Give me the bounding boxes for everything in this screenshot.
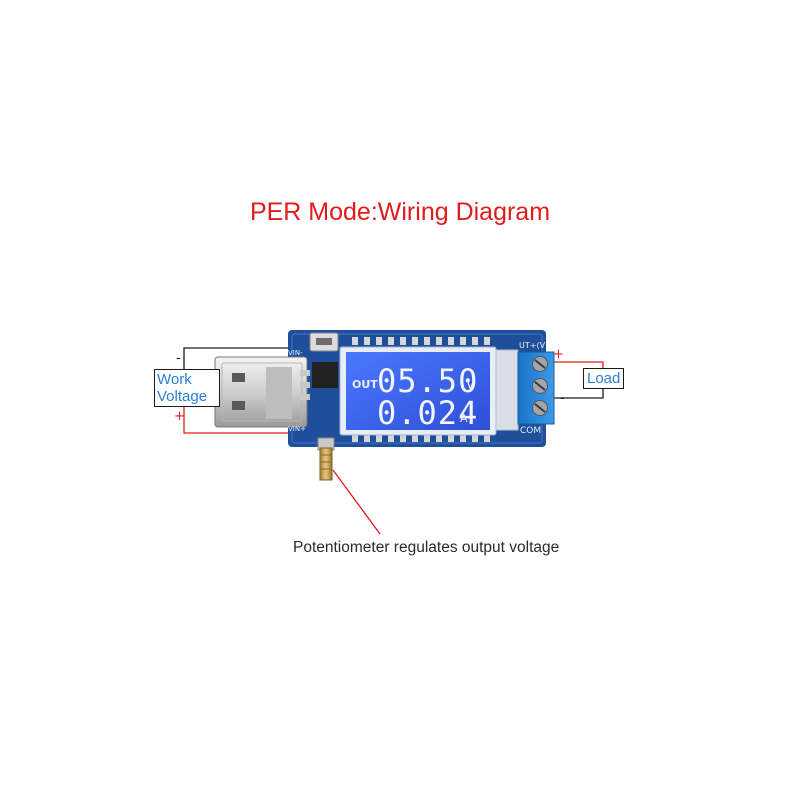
- silk-vin-minus: VIN-: [288, 349, 303, 357]
- lcd-current-unit: A: [460, 412, 468, 425]
- usb-plug: [214, 356, 308, 428]
- polarity-output-minus: -: [560, 391, 565, 406]
- silk-com: COM: [520, 426, 541, 436]
- potentiometer: [317, 437, 335, 481]
- diagram-title: PER Mode:Wiring Diagram: [249, 198, 551, 226]
- wire-plus-input: [183, 403, 298, 434]
- lcd-voltage-value: 05.50: [377, 362, 478, 400]
- lcd-current-value: 0.024: [377, 394, 478, 432]
- wire-minus-input: [183, 347, 298, 378]
- potentiometer-caption: Potentiometer regulates output voltage: [293, 539, 560, 556]
- plastic-cover: [495, 349, 519, 431]
- lcd-screen: [346, 352, 490, 430]
- lcd-pins-top: [352, 337, 490, 345]
- potentiometer-pointer-line: [332, 469, 381, 535]
- wire-minus-output: [536, 387, 604, 399]
- lcd-pins-bottom: [352, 434, 490, 442]
- screw-terminal-block: [517, 351, 555, 425]
- polarity-output-plus: +: [553, 347, 564, 362]
- lcd-voltage-unit: V: [466, 378, 475, 393]
- silk-vin-plus: VIN+: [288, 425, 306, 433]
- polarity-input-minus: -: [176, 351, 181, 366]
- chip-component: [312, 362, 338, 388]
- work-voltage-line2: Voltage: [157, 388, 208, 405]
- load-label: Load: [583, 368, 625, 389]
- work-voltage-label: Work Voltage: [154, 369, 220, 407]
- silk-out-plus: UT+(V: [519, 341, 546, 350]
- polarity-input-plus: +: [174, 409, 185, 424]
- work-voltage-line1: Work: [157, 371, 192, 388]
- lcd-out-label: OUT: [352, 378, 378, 391]
